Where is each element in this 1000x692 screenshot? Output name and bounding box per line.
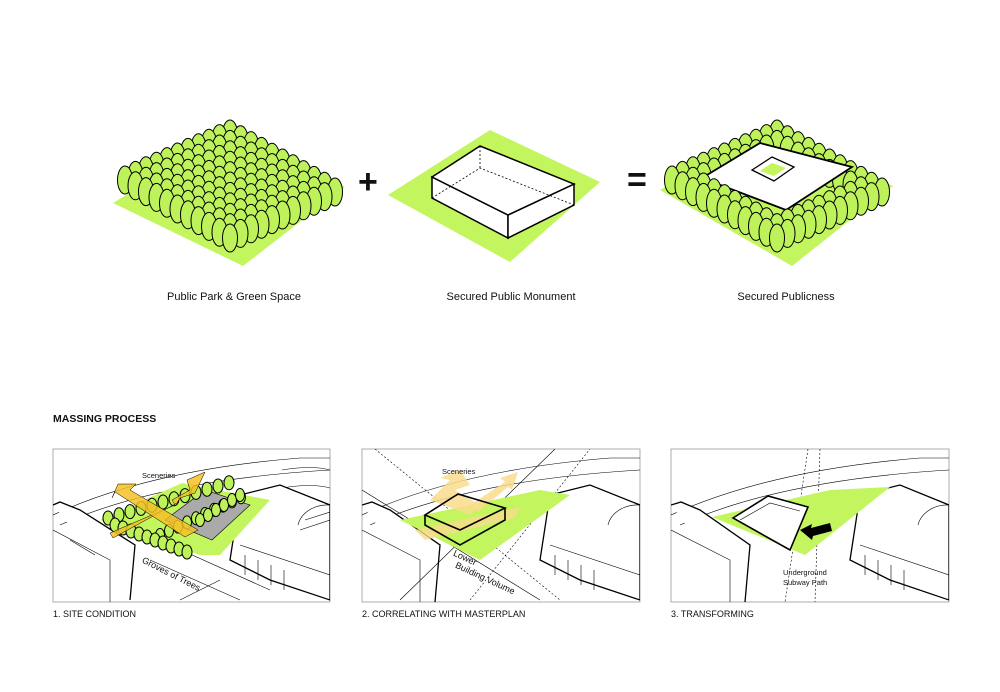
tree-icon [124, 504, 136, 520]
caption-correlating: 2. CORRELATING WITH MASTERPLAN [362, 609, 526, 619]
scenery-arrow-2 [111, 483, 199, 538]
public-park-diagram [113, 119, 345, 266]
result-trees-front [685, 172, 869, 253]
tree-icon [181, 544, 193, 560]
tree-icon [235, 488, 245, 502]
equals-sign: = [627, 161, 647, 199]
panel-transforming [670, 448, 950, 603]
annotation-sceneries-1: Sceneries [142, 471, 176, 480]
caption-site-condition: 1. SITE CONDITION [53, 609, 137, 619]
tree-icon [223, 475, 235, 491]
plus-sign: + [358, 163, 378, 201]
transformed-volume [731, 495, 810, 552]
tree-icon [222, 223, 238, 253]
tree-icon [212, 478, 224, 494]
tree-icon [201, 481, 213, 497]
publicness-diagram [660, 119, 893, 266]
monument-diagram [388, 130, 600, 262]
section-title: MASSING PROCESS [53, 413, 157, 425]
tree-icon [157, 494, 169, 510]
panel-site-condition [52, 448, 331, 603]
monument-box-top [430, 145, 576, 216]
panel-correlating [361, 448, 641, 603]
tree-icon [769, 223, 785, 253]
caption-transforming: 3. TRANSFORMING [671, 609, 754, 619]
label-public-park: Public Park & Green Space [167, 291, 301, 303]
push-arrow-icon [800, 523, 832, 540]
park-trees [117, 119, 343, 253]
annotation-sceneries-2: Sceneries [442, 467, 476, 476]
label-secured-publicness: Secured Publicness [737, 291, 835, 303]
label-secured-monument: Secured Public Monument [446, 291, 576, 303]
annotation-subway-path: Subway Path [783, 578, 828, 587]
annotation-underground: Underground [783, 568, 827, 577]
